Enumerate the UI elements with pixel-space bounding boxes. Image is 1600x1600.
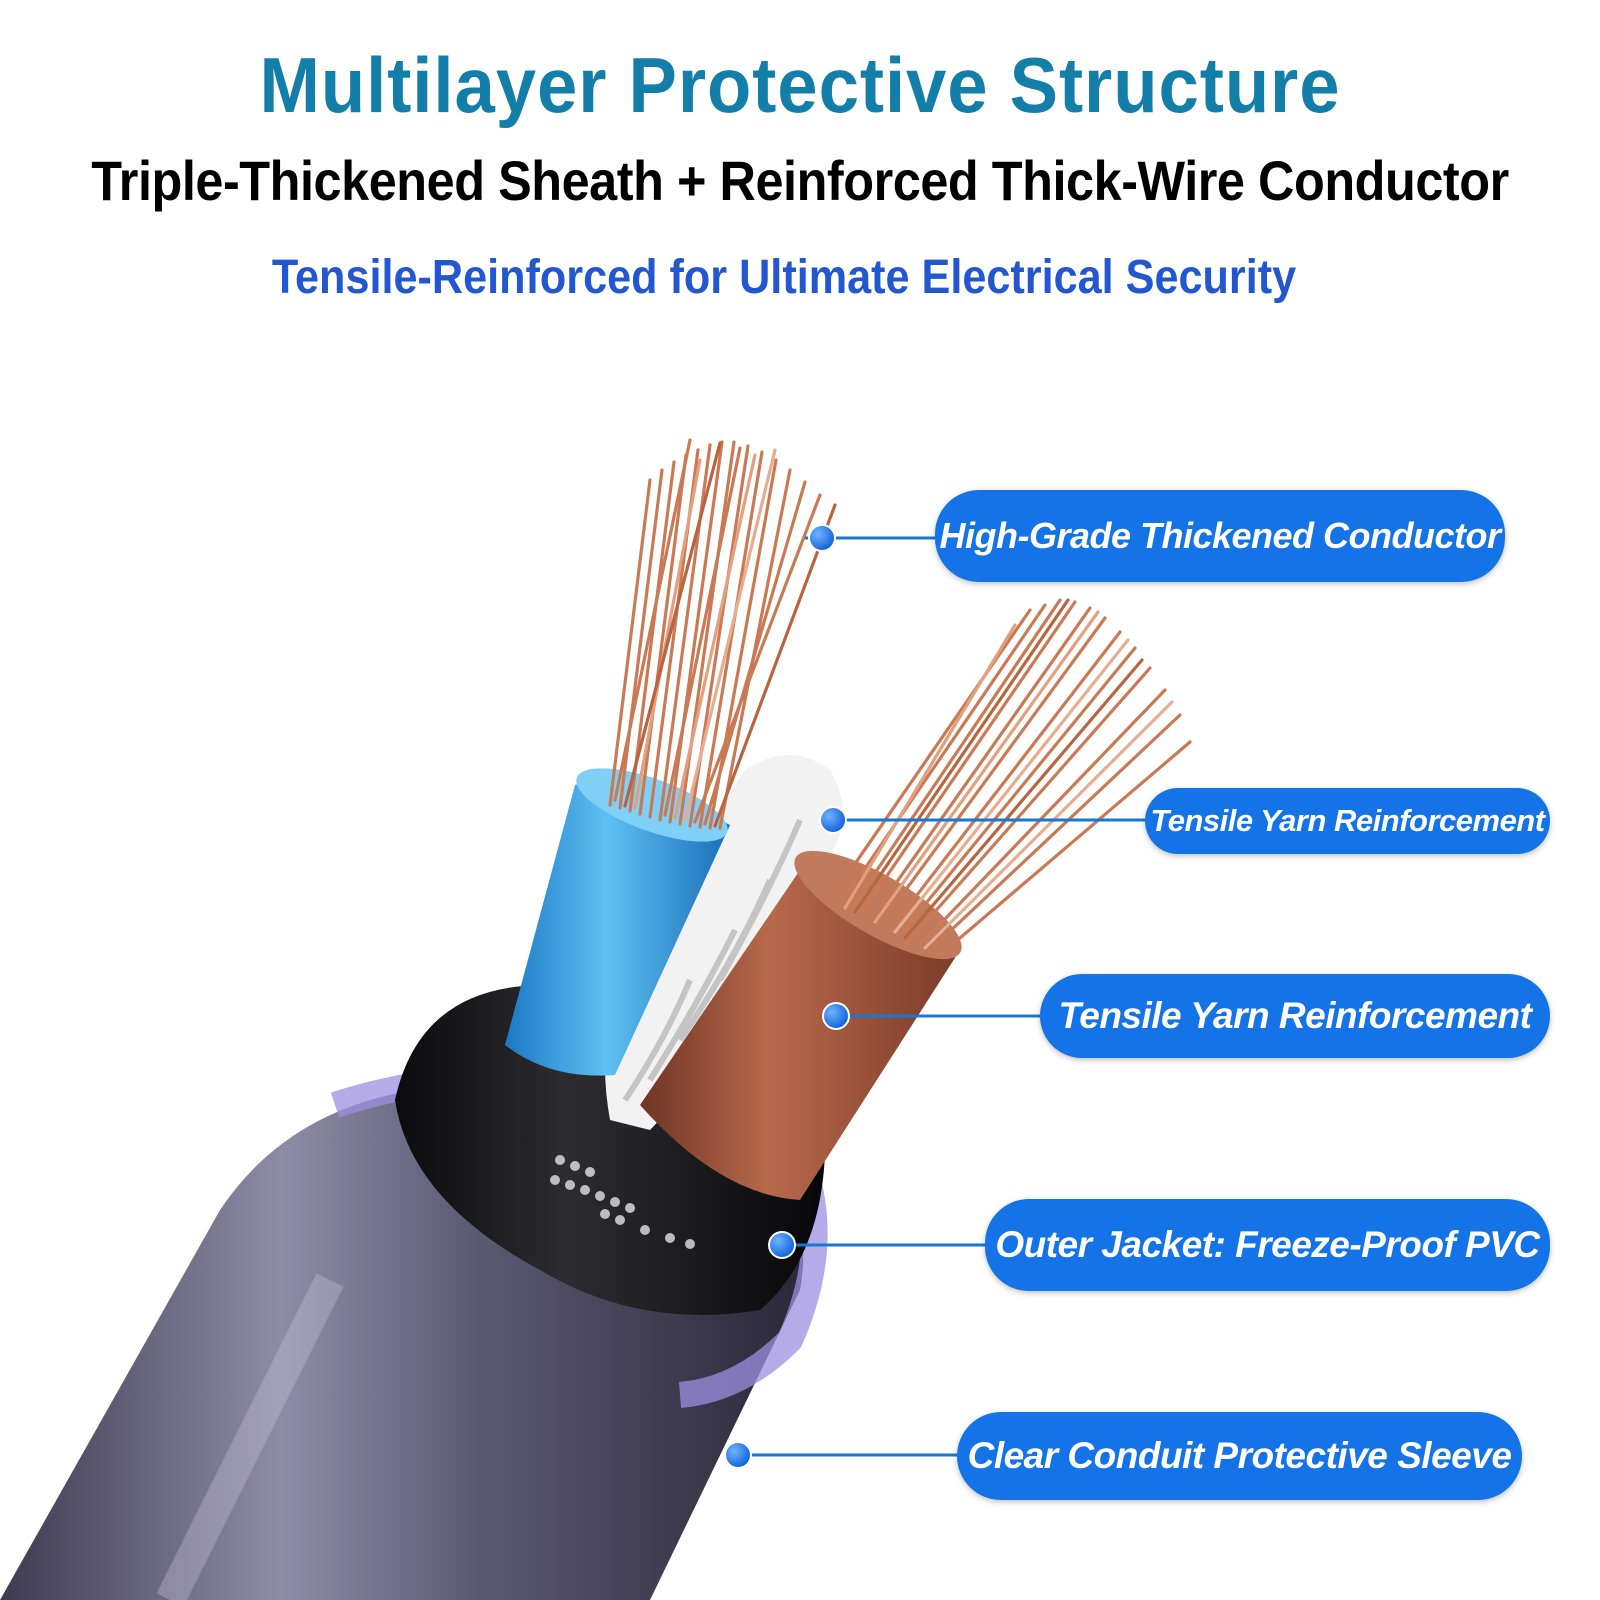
marker-dot-jacket xyxy=(768,1231,796,1259)
marker-dot-yarn xyxy=(819,806,847,834)
blue-core-copper-strands xyxy=(608,438,837,830)
callout-insulation-label: Tensile Yarn Reinforcement xyxy=(1058,995,1532,1036)
callout-yarn-label: Tensile Yarn Reinforcement xyxy=(1150,803,1545,838)
marker-dots xyxy=(724,524,850,1469)
callout-jacket: Outer Jacket: Freeze-Proof PVC xyxy=(985,1199,1550,1291)
page-subtitle: Triple-Thickened Sheath + Reinforced Thi… xyxy=(91,149,1509,212)
page-tagline: Tensile-Reinforced for Ultimate Electric… xyxy=(271,251,1297,304)
callout-conductor-label: High-Grade Thickened Conductor xyxy=(939,515,1501,556)
marker-dot-conductor xyxy=(808,524,836,552)
brown-insulated-core xyxy=(640,850,962,1200)
marker-dot-insulation xyxy=(822,1002,850,1030)
callout-yarn: Tensile Yarn Reinforcement xyxy=(1145,788,1550,854)
callout-jacket-label: Outer Jacket: Freeze-Proof PVC xyxy=(995,1224,1540,1265)
callout-insulation: Tensile Yarn Reinforcement xyxy=(1040,974,1550,1058)
callout-sleeve-label: Clear Conduit Protective Sleeve xyxy=(967,1435,1512,1476)
brown-core-copper-strands xyxy=(828,598,1192,957)
marker-dot-sleeve xyxy=(724,1441,752,1469)
tensile-yarn xyxy=(605,755,843,1130)
page-title: Multilayer Protective Structure xyxy=(259,41,1341,129)
callout-sleeve: Clear Conduit Protective Sleeve xyxy=(957,1412,1522,1500)
callout-conductor: High-Grade Thickened Conductor xyxy=(935,490,1505,582)
